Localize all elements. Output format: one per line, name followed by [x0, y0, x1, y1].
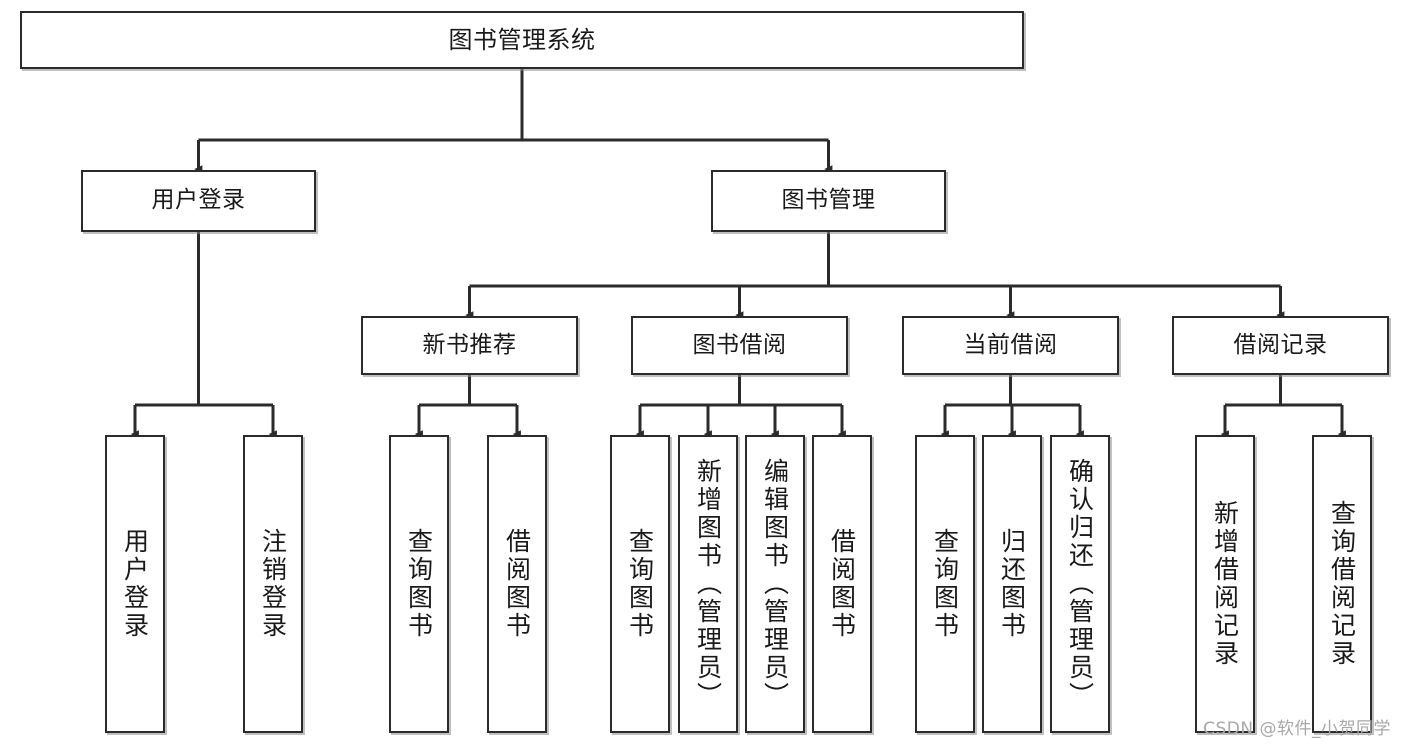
node-leaf-borrow-book-label: 借阅图书	[827, 528, 857, 640]
node-leaf-return-book-label: 归还图书	[997, 528, 1027, 640]
node-user-login-label: 用户登录	[151, 187, 246, 214]
node-book-manage-label: 图书管理	[781, 187, 876, 214]
node-leaf-add-book-admin[interactable]: 新增图书（管理员）	[678, 435, 738, 733]
node-leaf-rec-query-book-label: 查询图书	[404, 528, 434, 640]
node-current-borrow-label: 当前借阅	[963, 331, 1058, 358]
node-leaf-rec-borrow-book[interactable]: 借阅图书	[487, 435, 547, 733]
node-book-borrow[interactable]: 图书借阅	[631, 316, 848, 375]
node-current-borrow[interactable]: 当前借阅	[902, 316, 1119, 375]
node-leaf-rec-query-book[interactable]: 查询图书	[389, 435, 449, 733]
node-leaf-edit-book-admin[interactable]: 编辑图书（管理员）	[745, 435, 805, 733]
node-new-book-recommend-label: 新书推荐	[422, 331, 517, 358]
node-leaf-user-login[interactable]: 用户登录	[105, 435, 165, 733]
node-leaf-add-borrow-record[interactable]: 新增借阅记录	[1195, 435, 1255, 733]
node-leaf-borrow-query-book-label: 查询图书	[625, 528, 655, 640]
node-user-login[interactable]: 用户登录	[81, 170, 316, 232]
node-leaf-cur-query-book-label: 查询图书	[930, 528, 960, 640]
node-borrow-record[interactable]: 借阅记录	[1172, 316, 1389, 375]
node-leaf-confirm-return-admin-label: 确认归还（管理员）	[1065, 458, 1095, 710]
node-new-book-recommend[interactable]: 新书推荐	[361, 316, 578, 375]
node-root-label: 图书管理系统	[448, 25, 596, 54]
node-leaf-borrow-query-book[interactable]: 查询图书	[610, 435, 670, 733]
node-leaf-cur-query-book[interactable]: 查询图书	[915, 435, 975, 733]
node-leaf-edit-book-admin-label: 编辑图书（管理员）	[760, 458, 790, 710]
node-root[interactable]: 图书管理系统	[20, 11, 1024, 69]
node-book-borrow-label: 图书借阅	[692, 331, 787, 358]
node-borrow-record-label: 借阅记录	[1233, 331, 1328, 358]
node-leaf-user-login-label: 用户登录	[120, 528, 150, 640]
node-leaf-query-borrow-record-label: 查询借阅记录	[1327, 500, 1357, 668]
edge-paths	[130, 69, 1346, 439]
node-leaf-borrow-book[interactable]: 借阅图书	[812, 435, 872, 733]
node-book-manage[interactable]: 图书管理	[711, 170, 946, 232]
node-leaf-user-logout[interactable]: 注销登录	[243, 435, 303, 733]
node-leaf-add-book-admin-label: 新增图书（管理员）	[693, 458, 723, 710]
node-leaf-user-logout-label: 注销登录	[258, 528, 288, 640]
node-leaf-confirm-return-admin[interactable]: 确认归还（管理员）	[1050, 435, 1110, 733]
node-leaf-rec-borrow-book-label: 借阅图书	[502, 528, 532, 640]
node-leaf-add-borrow-record-label: 新增借阅记录	[1210, 500, 1240, 668]
node-leaf-return-book[interactable]: 归还图书	[982, 435, 1042, 733]
node-leaf-query-borrow-record[interactable]: 查询借阅记录	[1312, 435, 1372, 733]
